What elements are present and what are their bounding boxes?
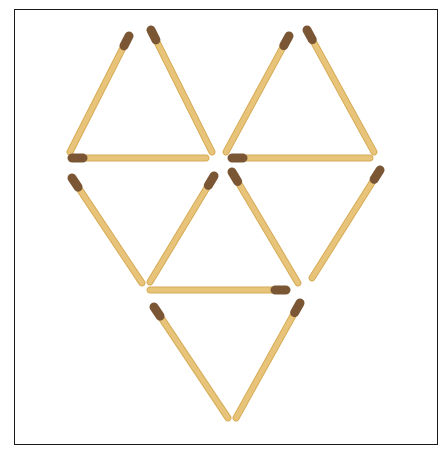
- matchstick[interactable]: [236, 303, 300, 418]
- matchstick[interactable]: [226, 36, 289, 152]
- matchstick-head: [72, 178, 78, 187]
- matchstick-head: [208, 176, 214, 185]
- matchstick[interactable]: [151, 30, 212, 152]
- matchstick-body: [307, 30, 374, 152]
- matchstick-body: [226, 36, 289, 152]
- matchstick[interactable]: [232, 172, 298, 283]
- matchstick[interactable]: [150, 176, 214, 282]
- matchsticks-group: [70, 30, 380, 418]
- matchstick[interactable]: [70, 36, 129, 152]
- matchstick-body: [70, 36, 129, 152]
- matchstick-head: [284, 36, 289, 46]
- matchstick[interactable]: [307, 30, 374, 152]
- matchstick-head: [154, 307, 160, 316]
- matchstick-head: [124, 36, 129, 46]
- matchstick-body: [151, 30, 212, 152]
- matchstick-body: [72, 178, 142, 283]
- matchstick-body: [154, 307, 228, 418]
- matchstick-head: [374, 170, 380, 179]
- matchstick-head: [232, 172, 238, 181]
- matchstick[interactable]: [312, 170, 380, 278]
- matchstick-body: [312, 170, 380, 278]
- matchstick-head: [151, 30, 156, 40]
- matchstick[interactable]: [72, 178, 142, 283]
- matchstick[interactable]: [154, 307, 228, 418]
- matchstick-head: [307, 30, 312, 40]
- matchstick-body: [232, 172, 298, 283]
- matchstick-head: [295, 303, 300, 313]
- matchstick-body: [236, 303, 300, 418]
- matchstick-body: [150, 176, 214, 282]
